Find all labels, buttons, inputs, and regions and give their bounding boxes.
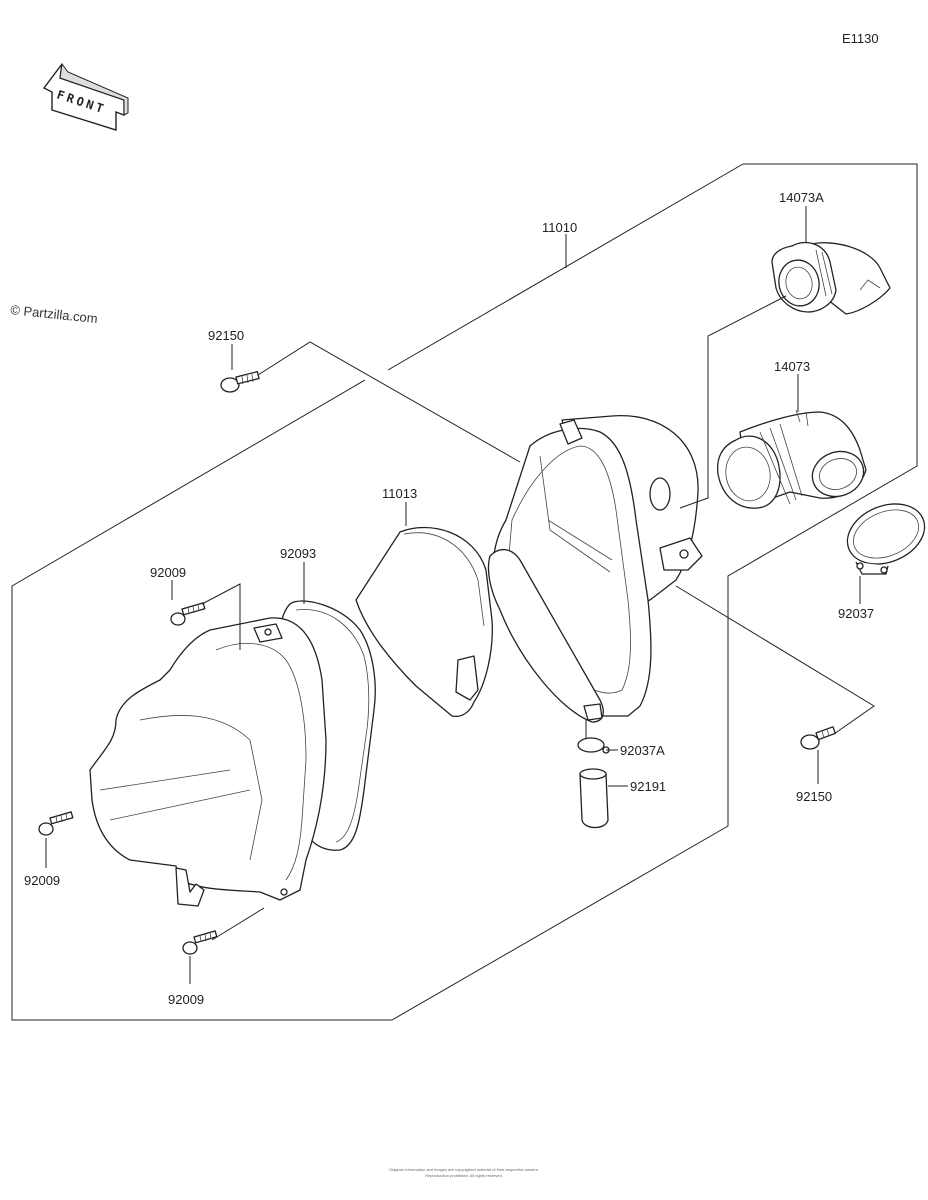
- front-arrow-icon: FRONT: [42, 62, 129, 131]
- bolt-lower-right: [800, 726, 836, 750]
- screw-bottom: [182, 930, 218, 955]
- air-filter-element: [355, 526, 493, 718]
- label-screw-bottom: 92009: [168, 992, 204, 1007]
- label-gasket: 92093: [280, 546, 316, 561]
- screw-top: [170, 602, 206, 626]
- clamp: [846, 503, 926, 575]
- footer-line-1: Diagram information and images are copyr…: [389, 1167, 539, 1172]
- diagram-code: E1130: [842, 31, 879, 46]
- air-cleaner-cover: [89, 617, 327, 907]
- drain-clamp: [577, 737, 610, 754]
- label-drain-cap: 92191: [630, 779, 666, 794]
- outlet-duct: [716, 409, 867, 509]
- bolt-upper-left: [220, 371, 260, 393]
- label-bolt-lower-right: 92150: [796, 789, 832, 804]
- label-bolt-upper-left: 92150: [208, 328, 244, 343]
- drain-cap: [579, 768, 609, 829]
- watermark: © Partzilla.com: [10, 302, 99, 326]
- label-drain-clamp: 92037A: [620, 743, 665, 758]
- footer-line-2: Reproduction prohibited. All rights rese…: [425, 1173, 503, 1178]
- screw-left: [38, 811, 74, 836]
- outlet-duct-upper: [771, 241, 891, 315]
- leader-lines: [45, 206, 875, 984]
- label-outlet-duct-upper: 14073A: [779, 190, 824, 205]
- air-cleaner-case: [487, 414, 703, 723]
- label-screw-left: 92009: [24, 873, 60, 888]
- label-element: 11013: [382, 486, 417, 501]
- assembly-outline: [11, 163, 918, 1021]
- label-clamp: 92037: [838, 606, 874, 621]
- label-outlet-duct: 14073: [774, 359, 810, 374]
- label-air-cleaner-case: 11010: [542, 220, 577, 235]
- label-screw-top: 92009: [150, 565, 186, 580]
